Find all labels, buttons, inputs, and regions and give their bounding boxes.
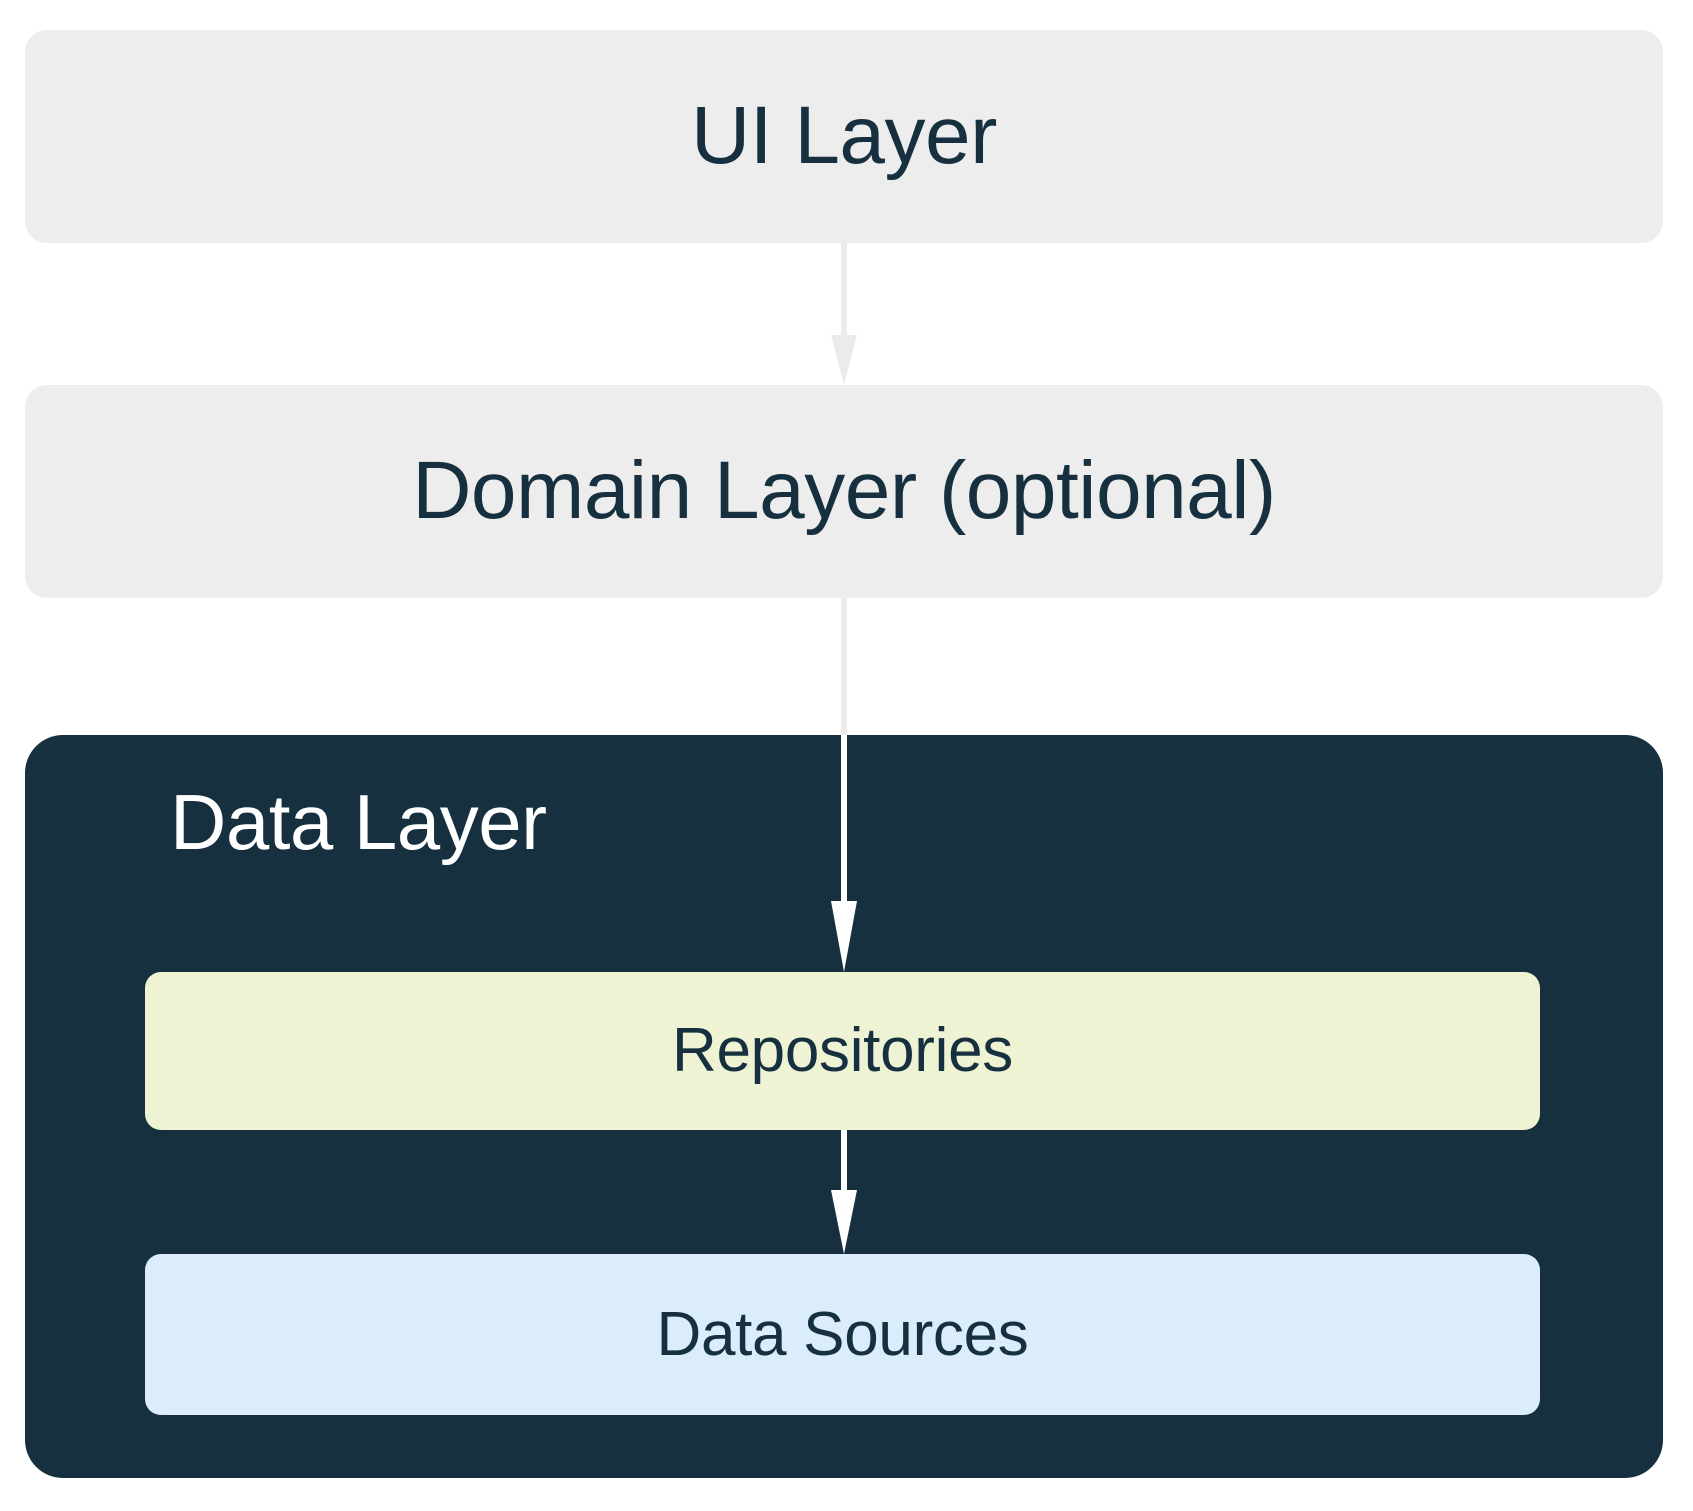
arrow-domain-to-repositories-stem-icon	[841, 598, 847, 735]
arrow-ui-to-domain-icon	[831, 243, 857, 385]
data-sources-box[interactable]: Data Sources	[145, 1254, 1540, 1415]
data-layer-label: Data Layer	[170, 778, 547, 866]
data-sources-label: Data Sources	[656, 1299, 1029, 1369]
domain-layer-box[interactable]: Domain Layer (optional)	[25, 385, 1663, 598]
repositories-label: Repositories	[671, 1016, 1013, 1086]
ui-layer-label: UI Layer	[691, 90, 997, 182]
domain-layer-label: Domain Layer (optional)	[412, 445, 1276, 537]
repositories-box[interactable]: Repositories	[145, 972, 1540, 1130]
ui-layer-box[interactable]: UI Layer	[25, 30, 1663, 243]
